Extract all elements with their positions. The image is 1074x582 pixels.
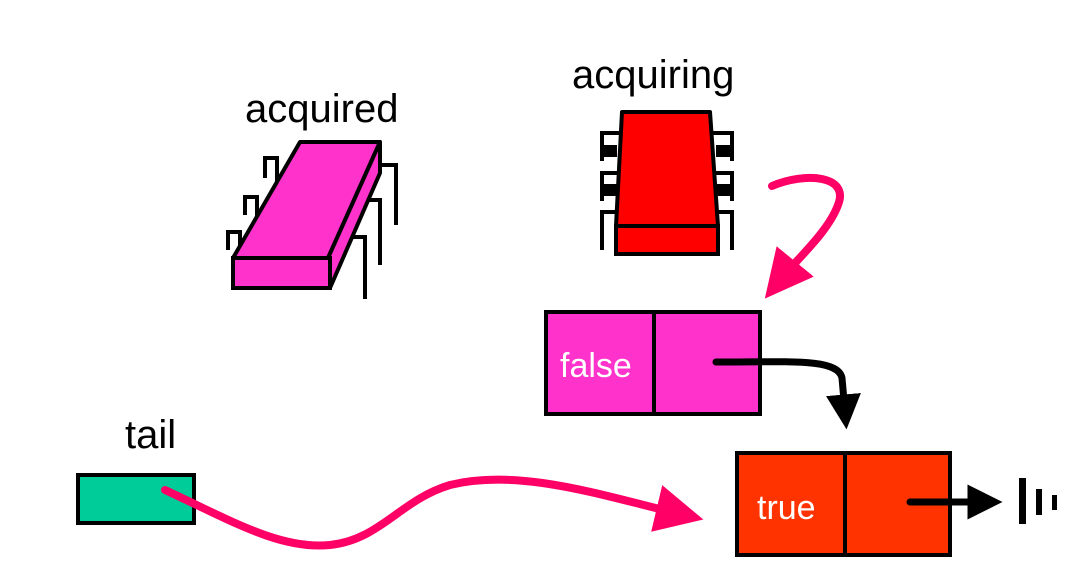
- true-node-value: true: [757, 489, 816, 527]
- acquiring-chip-icon: [600, 110, 734, 256]
- false-next-arrow: [712, 358, 861, 430]
- tail-pointer-arrow: [161, 475, 704, 550]
- acquiring-pointer-arrow: [764, 173, 844, 299]
- ground-icon: [1019, 478, 1057, 524]
- false-node-value: false: [560, 347, 632, 385]
- acquiring-label: acquiring: [572, 53, 734, 97]
- acquired-chip-icon: [226, 140, 398, 299]
- false-node-value-cell: [544, 310, 656, 416]
- false-node: false: [544, 310, 762, 416]
- acquired-label: acquired: [245, 87, 398, 131]
- tail-box: [76, 473, 196, 525]
- tail-label: tail: [125, 413, 176, 457]
